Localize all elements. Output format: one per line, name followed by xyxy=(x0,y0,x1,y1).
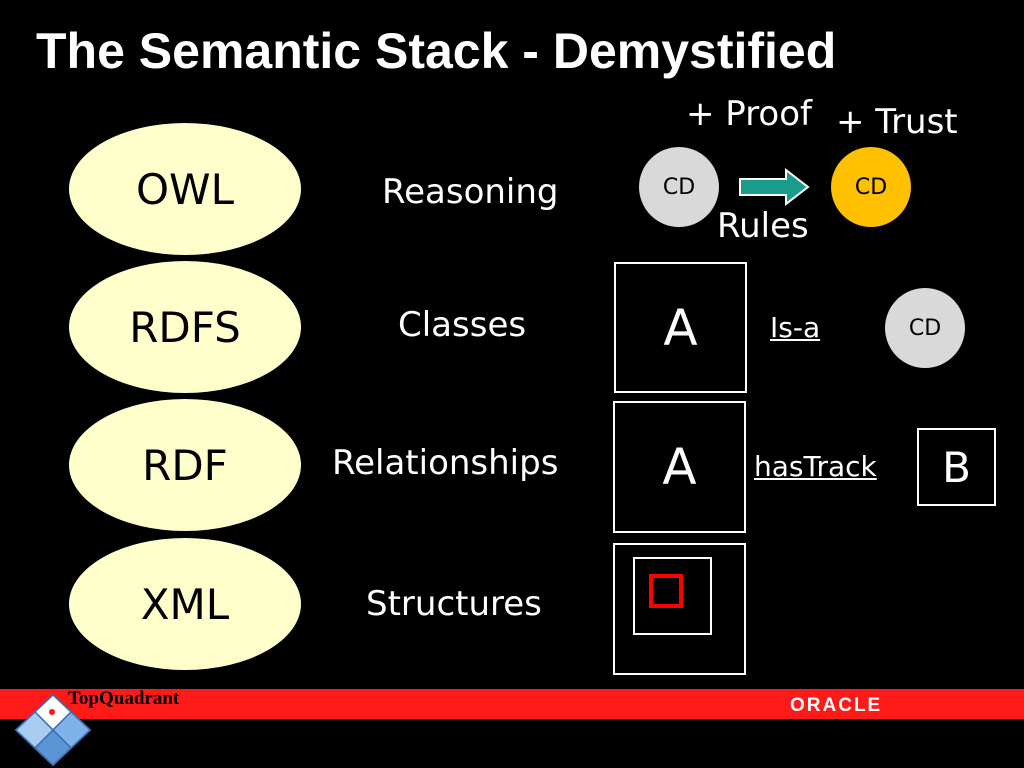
layer-oval-rdf: RDF xyxy=(69,399,301,531)
is-a-relation-label: Is-a xyxy=(770,311,821,344)
relationship-box-a: A xyxy=(613,401,746,533)
layer-oval-xml: XML xyxy=(69,538,301,670)
hastrack-relation-label: hasTrack xyxy=(754,450,877,483)
layer-label-structures: Structures xyxy=(366,584,542,624)
structure-outer-box xyxy=(613,543,746,675)
topquadrant-logo: TopQuadrant xyxy=(68,688,180,709)
topquadrant-diamond-icon xyxy=(14,693,92,767)
layer-oval-owl: OWL xyxy=(69,123,301,255)
cd-node-class: CD xyxy=(885,288,965,368)
rules-label: Rules xyxy=(717,206,809,246)
proof-label: + Proof xyxy=(686,94,813,134)
footer-bar xyxy=(0,689,1024,719)
cd-node-reasoning-inferred: CD xyxy=(831,147,911,227)
structure-inner-box xyxy=(633,557,712,635)
class-box-a: A xyxy=(614,262,747,393)
layer-oval-rdfs: RDFS xyxy=(69,261,301,393)
layer-label-relationships: Relationships xyxy=(332,443,559,483)
layer-label-reasoning: Reasoning xyxy=(382,172,559,212)
relationship-box-b: B xyxy=(917,428,996,506)
layer-label-classes: Classes xyxy=(398,305,527,345)
slide-title: The Semantic Stack - Demystified xyxy=(36,23,837,79)
structure-marker-square xyxy=(649,574,683,608)
arrow-right-icon xyxy=(739,168,810,206)
oracle-logo: ORACLE xyxy=(790,695,883,716)
cd-node-reasoning-source: CD xyxy=(639,147,719,227)
trust-label: + Trust xyxy=(836,102,958,142)
